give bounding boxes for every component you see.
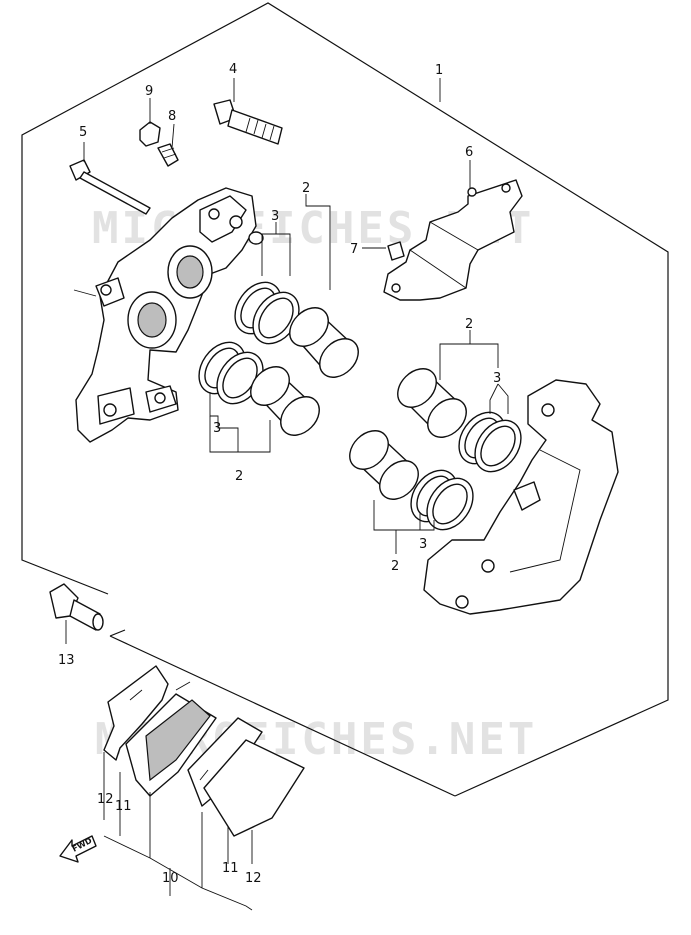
callout-3-upper-right: 3 <box>493 371 501 386</box>
callout-2-upper-left: 2 <box>302 181 310 196</box>
callout-13: 13 <box>58 653 75 668</box>
caliper-body-right <box>423 379 619 615</box>
seals-lower-right <box>410 469 474 531</box>
callout-2-lower-right: 2 <box>391 559 399 574</box>
caliper-body-left <box>73 187 257 443</box>
seals-upper-right <box>458 411 522 473</box>
callout-12-right: 12 <box>245 871 262 886</box>
callout-3-lower-left: 3 <box>213 421 221 436</box>
piston-upper-left <box>289 307 359 378</box>
callout-3-upper-left: 3 <box>271 209 279 224</box>
fwd-arrow-icon: FWD <box>59 835 97 863</box>
callout-7: 7 <box>350 242 358 257</box>
callout-5: 5 <box>79 125 87 140</box>
callout-6: 6 <box>465 145 473 160</box>
seals-upper-left <box>234 281 300 345</box>
callout-8: 8 <box>168 109 176 124</box>
callout-10: 10 <box>162 871 179 886</box>
washer <box>248 231 264 245</box>
piston-upper-right <box>397 368 467 438</box>
callout-4: 4 <box>229 62 237 77</box>
callout-11-right: 11 <box>222 861 239 876</box>
brake-pads <box>103 665 305 837</box>
screw-part-7 <box>387 241 405 261</box>
bracket-part-6 <box>383 179 523 301</box>
callout-1: 1 <box>435 63 443 78</box>
bleeder-part-8 <box>157 143 179 167</box>
leader-lines <box>65 78 509 911</box>
cap-part-9 <box>139 121 161 147</box>
bolt-part-4 <box>213 99 283 145</box>
assembly-frame <box>21 2 669 797</box>
piston-lower-left <box>250 366 320 436</box>
callout-11-left: 11 <box>115 799 132 814</box>
callout-2-lower-left: 2 <box>235 469 243 484</box>
callout-3-lower-right: 3 <box>419 537 427 552</box>
callout-12-left: 12 <box>97 792 114 807</box>
piston-lower-right <box>349 430 419 500</box>
bolt-part-5 <box>69 159 151 215</box>
callout-2-upper-right: 2 <box>465 317 473 332</box>
callout-9: 9 <box>145 84 153 99</box>
bolt-part-13 <box>49 583 104 631</box>
